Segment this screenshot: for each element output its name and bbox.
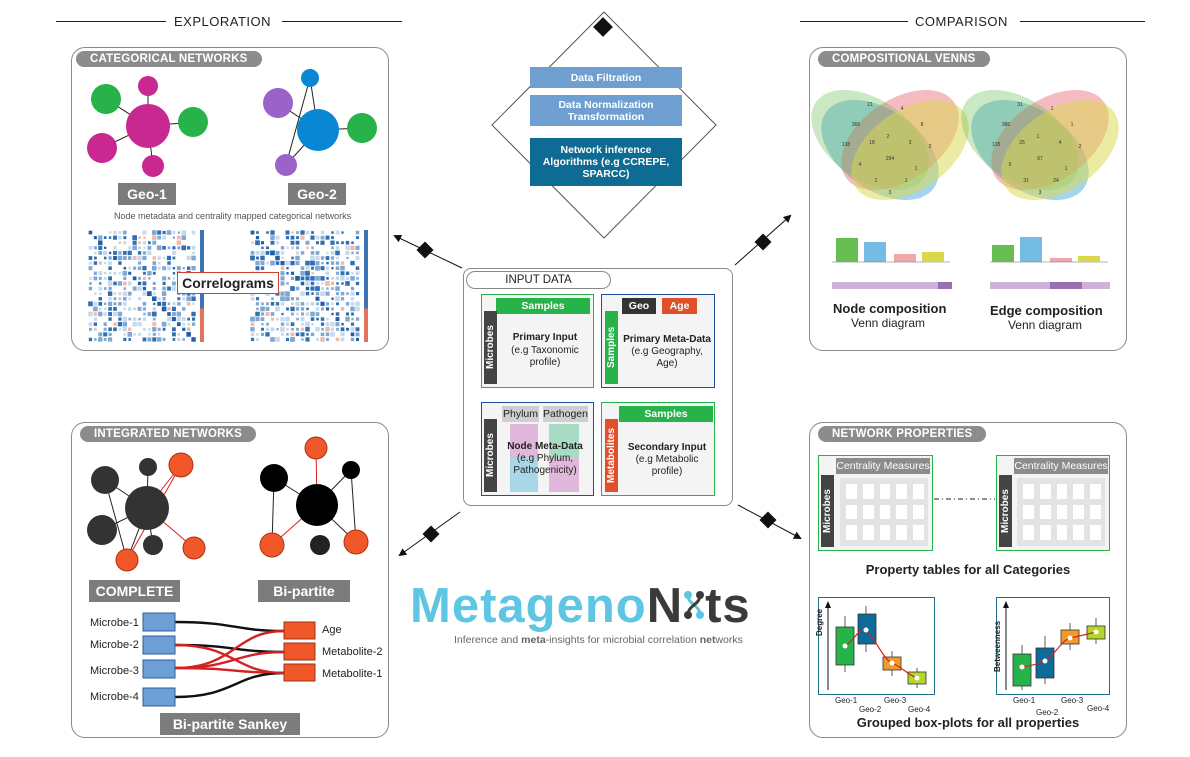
edge-composition-title: Edge composition xyxy=(990,303,1103,318)
bipartite-label: Bi-partite xyxy=(258,580,350,602)
logo-dna-glyph xyxy=(683,581,705,621)
data-normalization-box: Data Normalization Transformation xyxy=(530,95,682,126)
sankey-label: Bi-partite Sankey xyxy=(160,713,300,735)
edge-composition-sub: Venn diagram xyxy=(1007,318,1083,332)
logo-text-a: Metageno xyxy=(410,579,647,633)
boxplot2-ylabel: Betweenness xyxy=(993,620,1002,672)
tagline-net: net xyxy=(699,634,716,646)
property-table-1-cells xyxy=(846,484,924,540)
geo2-label: Geo-2 xyxy=(288,183,346,205)
tagline-meta: meta xyxy=(521,634,546,646)
sankey-right-node-3: Metabolite-1 xyxy=(322,668,383,680)
property-table-2-microbes-bar: Microbes xyxy=(999,475,1012,547)
arrow-diamond-ne xyxy=(754,233,772,251)
property-table-1-header: Centrality Measures xyxy=(836,458,930,474)
tagline-mid: -insights for microbial correlation xyxy=(545,634,700,646)
secondary-input-title: Secondary Input xyxy=(627,442,707,453)
correlograms-label: Correlograms xyxy=(177,272,279,294)
comparison-line-left xyxy=(800,21,908,22)
phylum-tag: Phylum xyxy=(502,406,539,422)
primary-input-sub: (e.g Taxonomic profile) xyxy=(511,345,579,368)
metabolites-bar: Metabolites xyxy=(605,419,618,492)
primary-input-title: Primary Input xyxy=(512,332,578,343)
geo1-label: Geo-1 xyxy=(118,183,176,205)
boxplot-frame-2 xyxy=(996,597,1110,695)
pathogen-tag: Pathogen xyxy=(543,406,588,422)
sankey-left-node-1: Microbe-1 xyxy=(90,617,139,629)
arrow-diamond-se xyxy=(759,511,777,529)
pathogen-swatch-top xyxy=(549,424,579,458)
boxplot2-geo1: Geo-1 xyxy=(1013,696,1036,705)
primary-meta-sub: (e.g Geography, Age) xyxy=(631,346,703,369)
input-data-pill: INPUT DATA xyxy=(466,271,611,289)
primary-meta-title: Primary Meta-Data xyxy=(623,334,711,345)
boxplot2-geo3: Geo-3 xyxy=(1061,696,1084,705)
integrated-networks-pill: INTEGRATED NETWORKS xyxy=(80,426,256,442)
boxplot-frame-1 xyxy=(818,597,935,695)
property-tables-caption: Property tables for all Categories xyxy=(865,562,1071,577)
exploration-title: EXPLORATION xyxy=(174,14,272,29)
node-meta-title: Node Meta-Data xyxy=(507,441,583,452)
logo-text-c: ts xyxy=(705,579,751,633)
sankey-left-node-3: Microbe-3 xyxy=(90,665,139,677)
boxplot1-geo2: Geo-2 xyxy=(859,705,882,714)
phylum-swatch-top xyxy=(510,424,538,458)
pathogen-swatch-bottom xyxy=(549,458,579,492)
arrow-diamond-sw xyxy=(422,525,440,543)
categorical-caption: Node metadata and centrality mapped cate… xyxy=(114,211,352,221)
boxplot2-geo2: Geo-2 xyxy=(1036,708,1059,717)
meta-samples-bar: Samples xyxy=(605,311,618,384)
arrow-diamond-nw xyxy=(416,241,434,259)
primary-samples-header: Samples xyxy=(496,298,590,314)
sankey-left-node-2: Microbe-2 xyxy=(90,639,139,651)
age-tag: Age xyxy=(662,298,697,314)
secondary-samples-header: Samples xyxy=(619,406,713,422)
comparison-line-right xyxy=(1020,21,1145,22)
property-table-2-cells xyxy=(1023,484,1101,540)
tagline-prefix: Inference and xyxy=(454,634,522,646)
exploration-line-left xyxy=(56,21,166,22)
sankey-right-node-1: Age xyxy=(322,624,342,636)
exploration-line-right xyxy=(282,21,402,22)
node-composition-title: Node composition xyxy=(833,301,947,316)
boxplots-caption: Grouped box-plots for all properties xyxy=(856,715,1080,730)
property-table-1-microbes-bar: Microbes xyxy=(821,475,834,547)
logo-text-b: N xyxy=(646,579,684,633)
sankey-left-node-4: Microbe-4 xyxy=(90,691,139,703)
primary-microbes-bar: Microbes xyxy=(484,311,497,384)
secondary-input-sub: (e.g Metabolic profile) xyxy=(635,454,699,477)
logo-tagline: Inference and meta-insights for microbia… xyxy=(454,634,743,646)
geo-tag: Geo xyxy=(622,298,656,314)
boxplot1-geo1: Geo-1 xyxy=(835,696,858,705)
comparison-title: COMPARISON xyxy=(915,14,1008,29)
boxplot1-ylabel: Degree xyxy=(815,608,824,636)
boxplot1-geo3: Geo-3 xyxy=(884,696,907,705)
tagline-suffix: works xyxy=(715,634,743,646)
boxplot1-geo4: Geo-4 xyxy=(908,705,931,714)
network-inference-box: Network inference Algorithms (e.g CCREPE… xyxy=(530,138,682,186)
complete-label: COMPLETE xyxy=(89,580,180,602)
node-composition-sub: Venn diagram xyxy=(850,316,926,330)
compositional-venns-pill: COMPOSITIONAL VENNS xyxy=(818,51,990,67)
primary-meta-card xyxy=(601,294,715,388)
phylum-swatch-bottom xyxy=(510,458,538,492)
node-meta-microbes-bar: Microbes xyxy=(484,419,497,492)
node-meta-sub: (e.g Phylum, Pathogenicity) xyxy=(513,453,577,476)
sankey-right-node-2: Metabolite-2 xyxy=(322,646,383,658)
network-properties-pill: NETWORK PROPERTIES xyxy=(818,426,987,442)
categorical-networks-pill: CATEGORICAL NETWORKS xyxy=(76,51,262,67)
property-table-2-header: Centrality Measures xyxy=(1014,458,1108,474)
data-filtration-box: Data Filtration xyxy=(530,67,682,88)
boxplot2-geo4: Geo-4 xyxy=(1087,704,1110,713)
